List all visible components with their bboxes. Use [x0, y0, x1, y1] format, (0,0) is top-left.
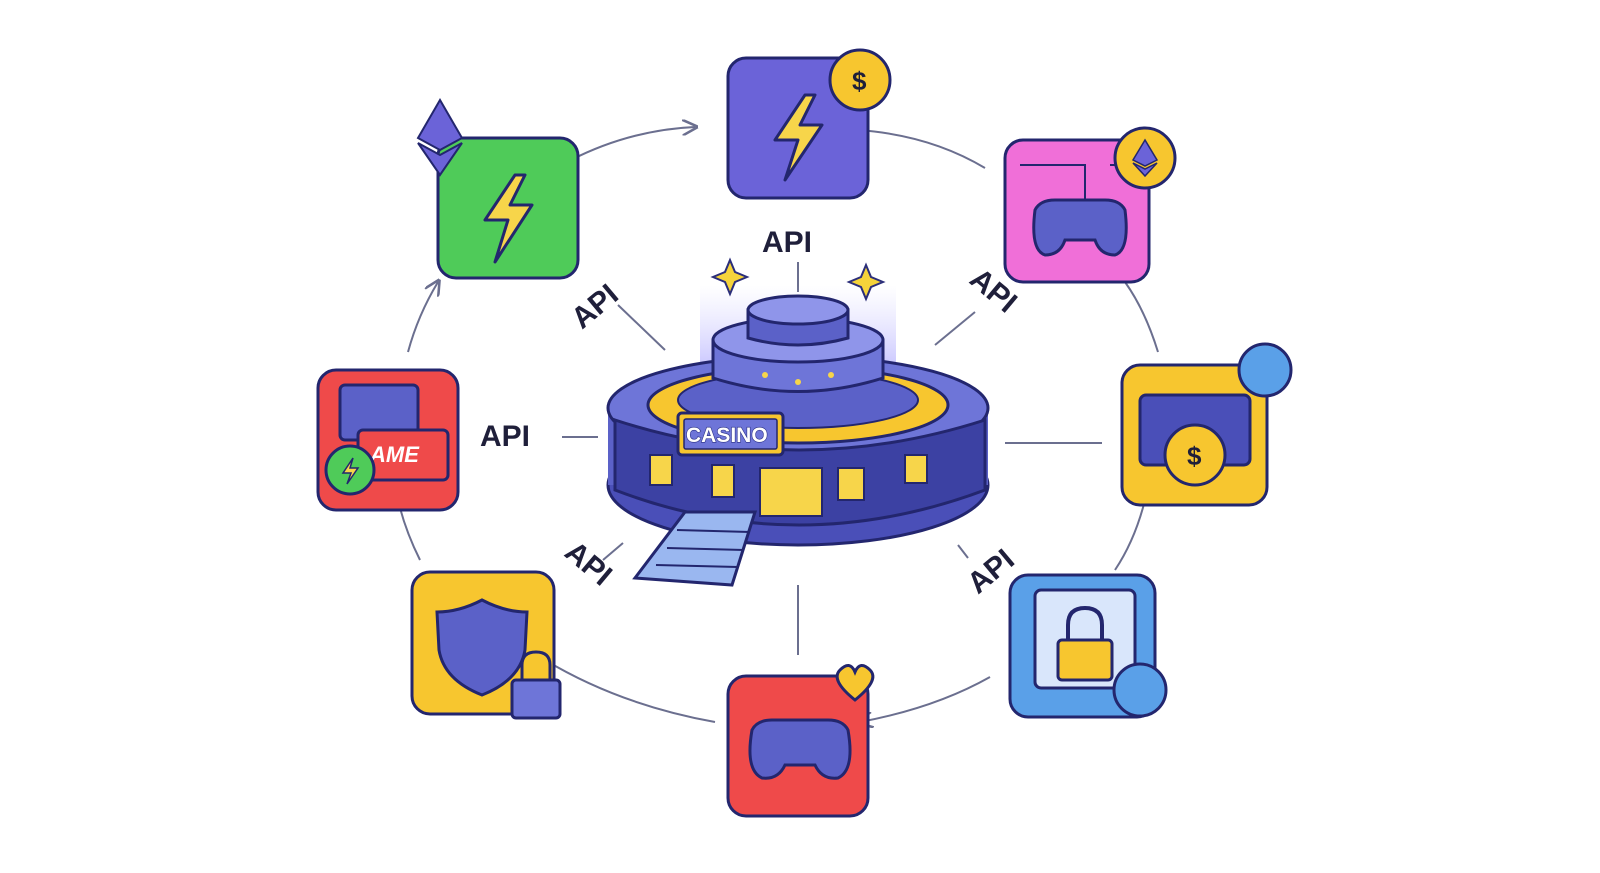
search-badge-icon [1112, 662, 1168, 718]
arc-purple-to-pink [857, 129, 986, 169]
padlock-badge-icon [520, 650, 552, 680]
spoke-bottom-right [957, 544, 969, 559]
arc-yellow-to-blue [1114, 499, 1146, 571]
padlock-icon [1066, 605, 1104, 640]
casino-window [649, 454, 673, 486]
spoke-top-right [934, 311, 976, 346]
casino-window [837, 467, 865, 501]
arc-cards-to-green [407, 282, 438, 353]
dollar-coin-icon [1163, 423, 1227, 487]
lightning-bolt-icon [483, 173, 534, 264]
arc-red-to-shield [544, 659, 716, 723]
api-label-top: API [762, 226, 812, 259]
sparkle-icon [710, 257, 750, 297]
node-shield-yellow [410, 570, 562, 720]
casino-top [746, 294, 850, 326]
coin-symbol: $ [852, 66, 867, 96]
arc-blue-to-red [860, 676, 991, 722]
spoke-connectors [562, 262, 1102, 655]
casino-window [904, 454, 928, 484]
node-screen-yellow: $ [1120, 342, 1293, 507]
shield-icon [435, 598, 529, 697]
spoke-bottom-left [602, 542, 624, 561]
node-gamepad-red [726, 664, 875, 818]
casino-door [759, 467, 823, 517]
arc-pink-to-yellow [1124, 281, 1159, 353]
gamepad-icon [748, 718, 852, 780]
spoke-top-left [617, 304, 666, 351]
gamepad-icon [1032, 198, 1128, 257]
sparkle-icon [846, 262, 886, 302]
casino-building: CASINO [606, 257, 990, 587]
heart-badge-icon [835, 664, 875, 702]
api-label-bottom-left: API [559, 535, 619, 592]
ring-connectors [397, 127, 1159, 723]
ethereum-icon [416, 98, 464, 177]
casino-sign-label: CASINO [686, 424, 768, 447]
globe-badge-icon [1237, 342, 1293, 398]
coin-symbol: $ [1187, 441, 1202, 471]
node-lightning-purple: $ [726, 48, 892, 200]
dollar-coin-icon [828, 48, 892, 112]
node-lightning-green [416, 98, 580, 280]
lightning-bolt-icon [773, 93, 824, 182]
api-label-top-left: API [565, 278, 625, 335]
arc-green-to-purple [570, 127, 695, 161]
casino-window [711, 464, 735, 498]
game-card-text: AME [369, 442, 420, 467]
node-gamepad-pink [1003, 126, 1177, 284]
api-label-left: API [480, 420, 530, 453]
node-cards-red: AME [316, 368, 460, 512]
node-lock-blue [1008, 573, 1168, 719]
